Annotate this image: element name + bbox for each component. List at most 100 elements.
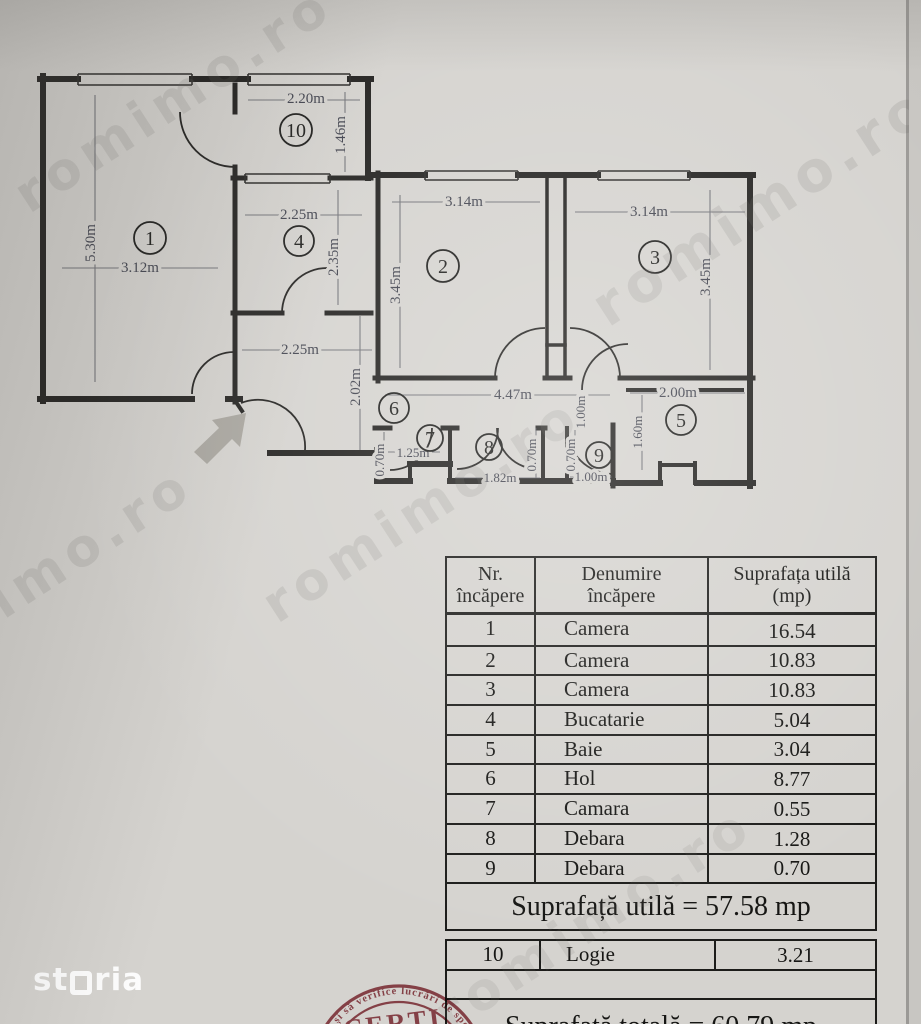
header-area: Suprafața utilă (mp) [707,558,875,612]
header-nr-line2: încăpere [456,585,525,607]
room-8-label: 8 [484,437,494,459]
row-area: 16.54 [707,615,875,645]
row-nr: 9 [485,855,496,880]
dim-room10-w: 2.20m [287,91,325,107]
dim-room4-h: 2.35m [326,238,342,276]
total-area: Suprafață totală = 60.79 mp [445,998,877,1024]
dim-room5-h: 1.60m [630,416,645,449]
row-area: 10.83 [707,646,875,675]
door-arcs [179,111,629,475]
table-spacer [445,971,877,999]
dim-room2-w: 3.14m [445,194,483,210]
row-nr: 5 [485,736,496,761]
room-9-label: 9 [594,445,604,467]
row-name: Debara [534,824,707,853]
dimension-labels: 5.30m 3.12m 2.20m 1.46m 2.25m 2.35m 3.14… [80,88,718,489]
dim-room10-h: 1.46m [333,116,349,154]
row-name: Baie [534,735,707,764]
header-name-line2: încăpere [587,585,656,607]
storia-logo-ria: ria [94,962,145,998]
header-nr: Nr. încăpere [447,558,534,612]
dim-room8-h: 0.70m [524,439,539,472]
row-nr: 4 [485,707,496,732]
dim-room9-h: 0.70m [563,439,578,472]
row-nr: 10 [482,942,504,967]
row-area: 3.04 [707,735,875,764]
storia-logo-st: st [33,962,69,998]
room-area-table: Nr. încăpere Denumire încăpere Suprafața… [445,556,877,1024]
header-area-line2: (mp) [772,585,812,607]
row-name: Camara [534,795,707,823]
room-2-label: 2 [438,256,448,278]
table-gap [445,931,877,939]
row-nr: 7 [485,796,496,821]
dim-hall-h: 2.02m [348,368,364,406]
dim-room2-h: 3.45m [388,266,404,304]
row-area: 0.55 [707,795,875,823]
row-name: Camera [534,615,707,645]
paper-edge [906,0,909,1024]
annex-table: 10 Logie 3.21 [445,939,877,972]
row-name: Debara [534,854,707,883]
dim-room3-w: 3.14m [630,204,668,220]
room-numbers: 1 2 3 4 5 6 7 8 9 10 [133,113,697,469]
row-name: Camera [534,676,707,705]
dim-hall-len: 4.47m [494,387,532,403]
row-area: 8.77 [707,765,875,794]
row-nr: 1 [485,616,496,640]
row-area: 3.21 [714,941,875,970]
row-area: 5.04 [707,706,875,734]
certification-stamp: zeze și să verifice lucrări de spe CERTI [310,980,488,1024]
header-nr-line1: Nr. [478,563,503,585]
dim-room3-h: 3.45m [698,258,714,296]
page-background-beyond-paper [909,0,921,1024]
table-header: Nr. încăpere Denumire încăpere Suprafața… [447,558,875,615]
dim-room5-w: 2.00m [659,385,697,401]
subtotal-useful-area: Suprafață utilă = 57.58 mp [447,882,875,929]
room-4-label: 4 [294,231,304,253]
table-row-logie: 10 Logie 3.21 [447,941,875,970]
dim-room8-w: 1.82m [484,470,517,485]
dim-room9-d: 1.00m [573,396,588,429]
room-10-label: 10 [286,120,306,142]
row-name: Hol [534,765,707,794]
row-nr: 8 [485,825,496,850]
row-nr: 6 [485,766,496,791]
room-7-label: 7 [425,428,435,450]
dim-room1-h: 5.30m [83,224,99,262]
room-1-label: 1 [145,228,155,250]
header-area-line1: Suprafața utilă [733,563,851,585]
interior-walls [230,82,756,483]
windows [77,73,691,184]
dim-room1-w: 3.12m [121,260,159,276]
header-name-line1: Denumire [581,563,662,585]
dim-room7-h: 0.70m [372,444,387,477]
room-6-label: 6 [389,398,399,420]
row-name: Bucatarie [534,706,707,734]
header-name: Denumire încăpere [534,558,707,612]
row-area: 0.70 [707,854,875,883]
row-area: 1.28 [707,824,875,853]
storia-square-o-icon [70,971,93,995]
entrance-arrow-icon [194,413,246,464]
dim-hall-w: 2.25m [281,342,319,358]
main-table: Nr. încăpere Denumire încăpere Suprafața… [445,556,877,932]
row-area: 10.83 [707,676,875,705]
room-3-label: 3 [650,247,660,269]
dim-room9-w: 1.00m [575,469,608,484]
dim-room4-w: 2.25m [280,207,318,223]
room-5-label: 5 [676,410,686,432]
row-nr: 3 [485,677,496,702]
row-name: Camera [534,646,707,675]
row-nr: 2 [485,647,496,672]
